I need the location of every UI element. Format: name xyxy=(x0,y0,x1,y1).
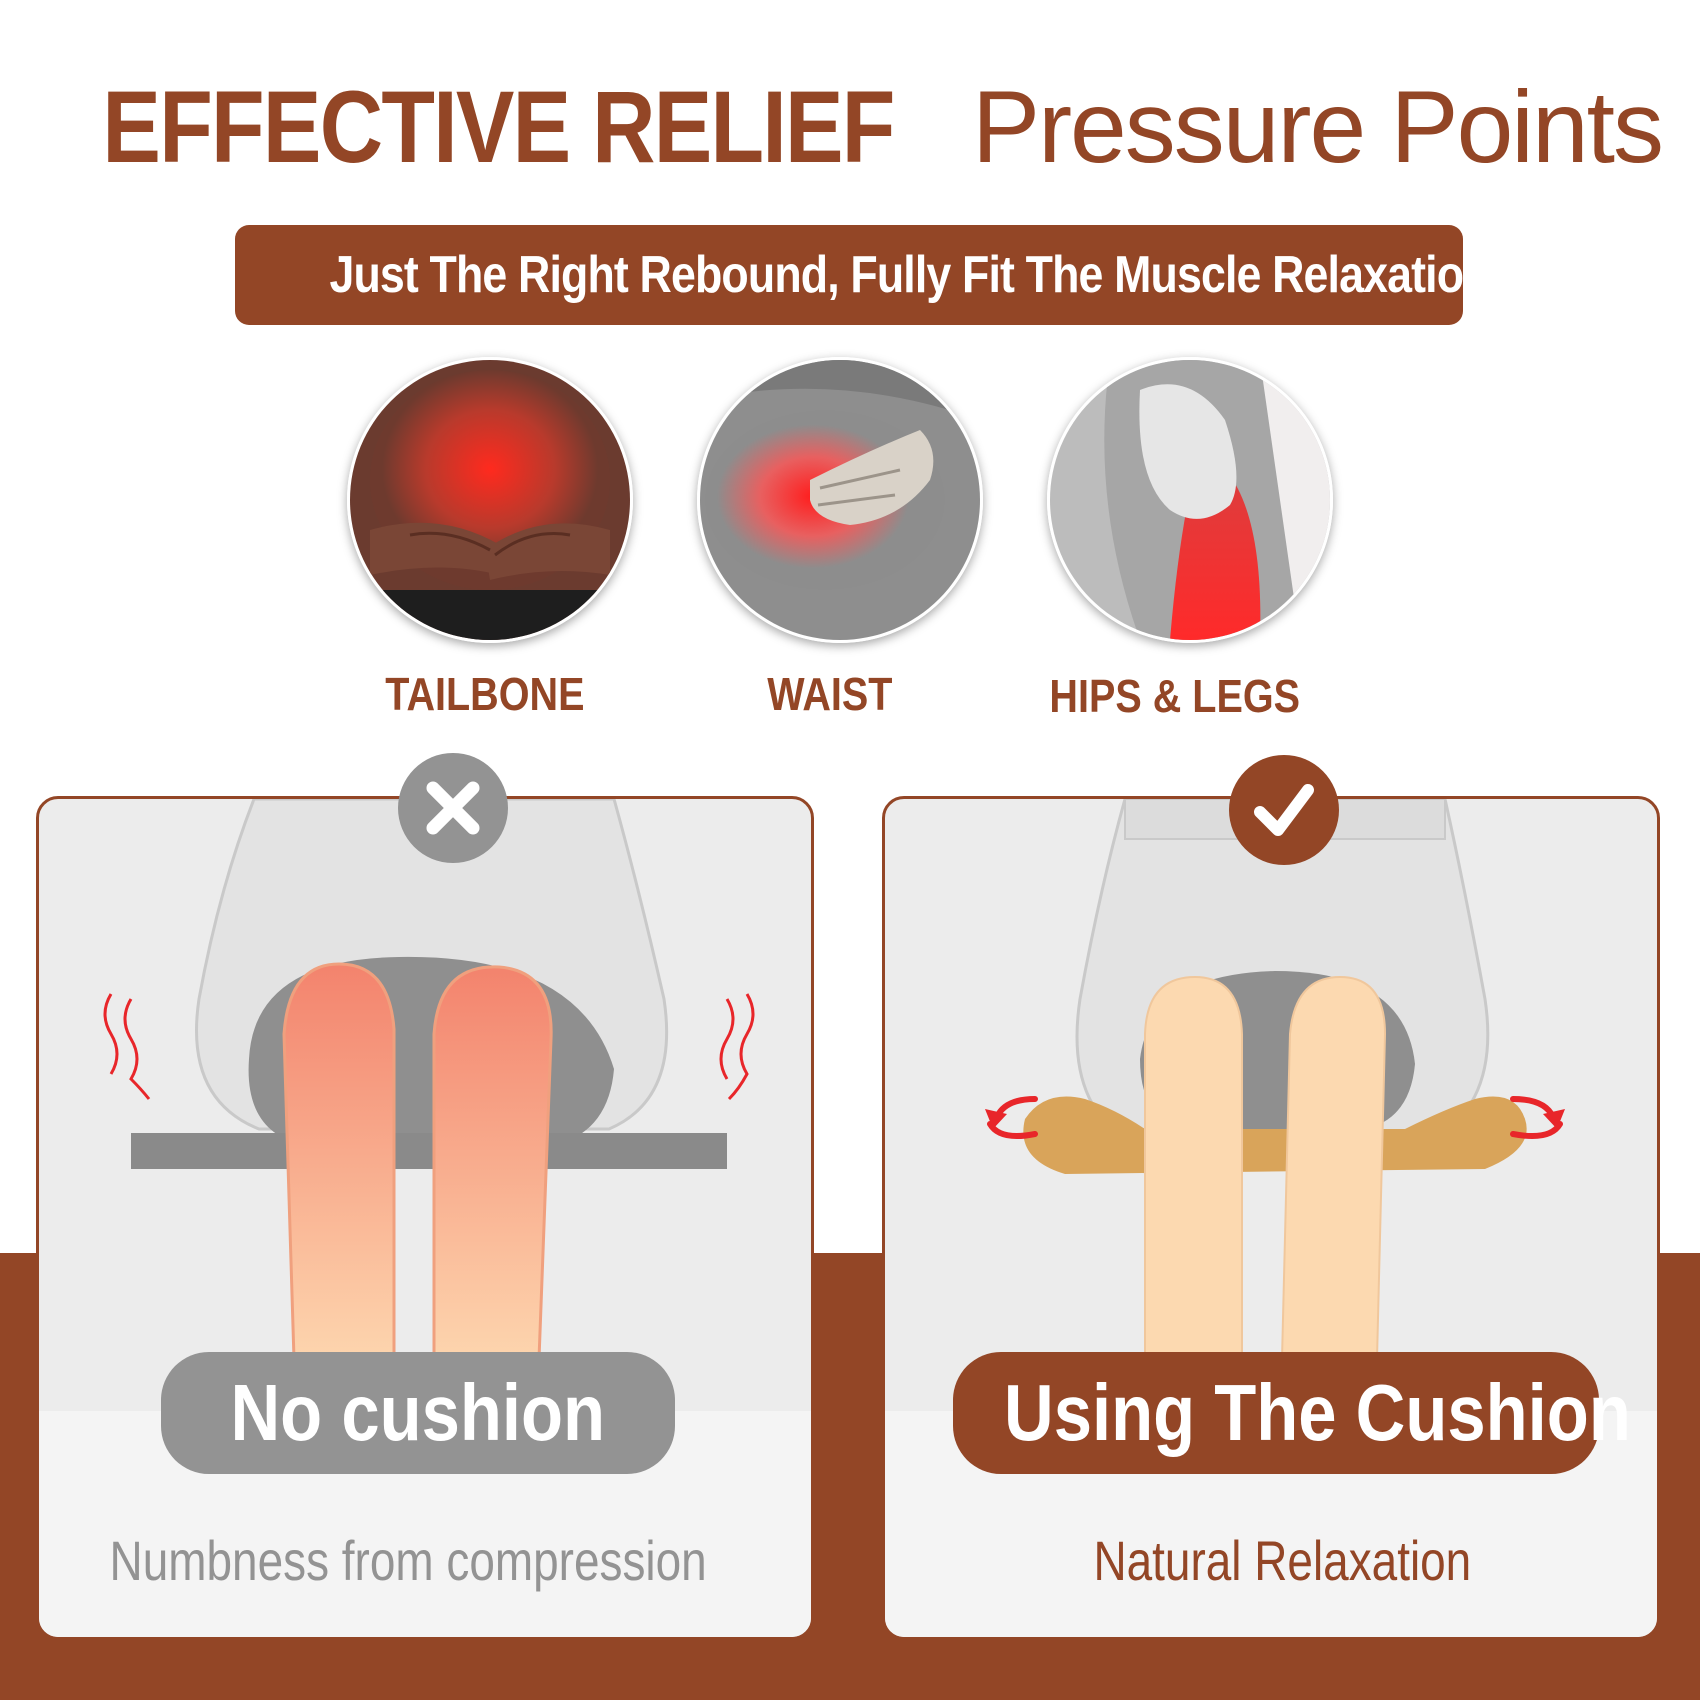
check-icon xyxy=(1229,755,1339,865)
no-cushion-caption: Numbness from compression xyxy=(109,1529,707,1592)
no-cushion-panel: No cushion Numbness from compression xyxy=(36,796,814,1640)
subtitle-banner: Just The Right Rebound, Fully Fit The Mu… xyxy=(235,225,1491,325)
using-cushion-caption: Natural Relaxation xyxy=(1093,1529,1471,1592)
with-cushion-panel: Using The Cushion Natural Relaxation xyxy=(882,796,1660,1640)
label-hips-legs: HIPS & LEGS xyxy=(1049,670,1301,722)
cross-icon xyxy=(398,753,508,863)
waist-photo-icon xyxy=(697,357,983,643)
hips-legs-photo-icon xyxy=(1047,357,1333,643)
no-cushion-label-pill: No cushion xyxy=(161,1352,675,1474)
title-light: Pressure Points xyxy=(972,70,1664,184)
label-tailbone: TAILBONE xyxy=(385,668,585,720)
page-title: EFFECTIVE RELIEF Pressure Points xyxy=(0,62,1700,192)
label-waist: WAIST xyxy=(767,668,893,720)
using-cushion-label-pill: Using The Cushion xyxy=(953,1352,1631,1474)
subtitle-text: Just The Right Rebound, Fully Fit The Mu… xyxy=(329,246,1490,304)
no-cushion-illustration xyxy=(103,799,755,1361)
tailbone-photo-icon xyxy=(347,357,633,643)
title-bold: EFFECTIVE RELIEF xyxy=(102,70,895,184)
